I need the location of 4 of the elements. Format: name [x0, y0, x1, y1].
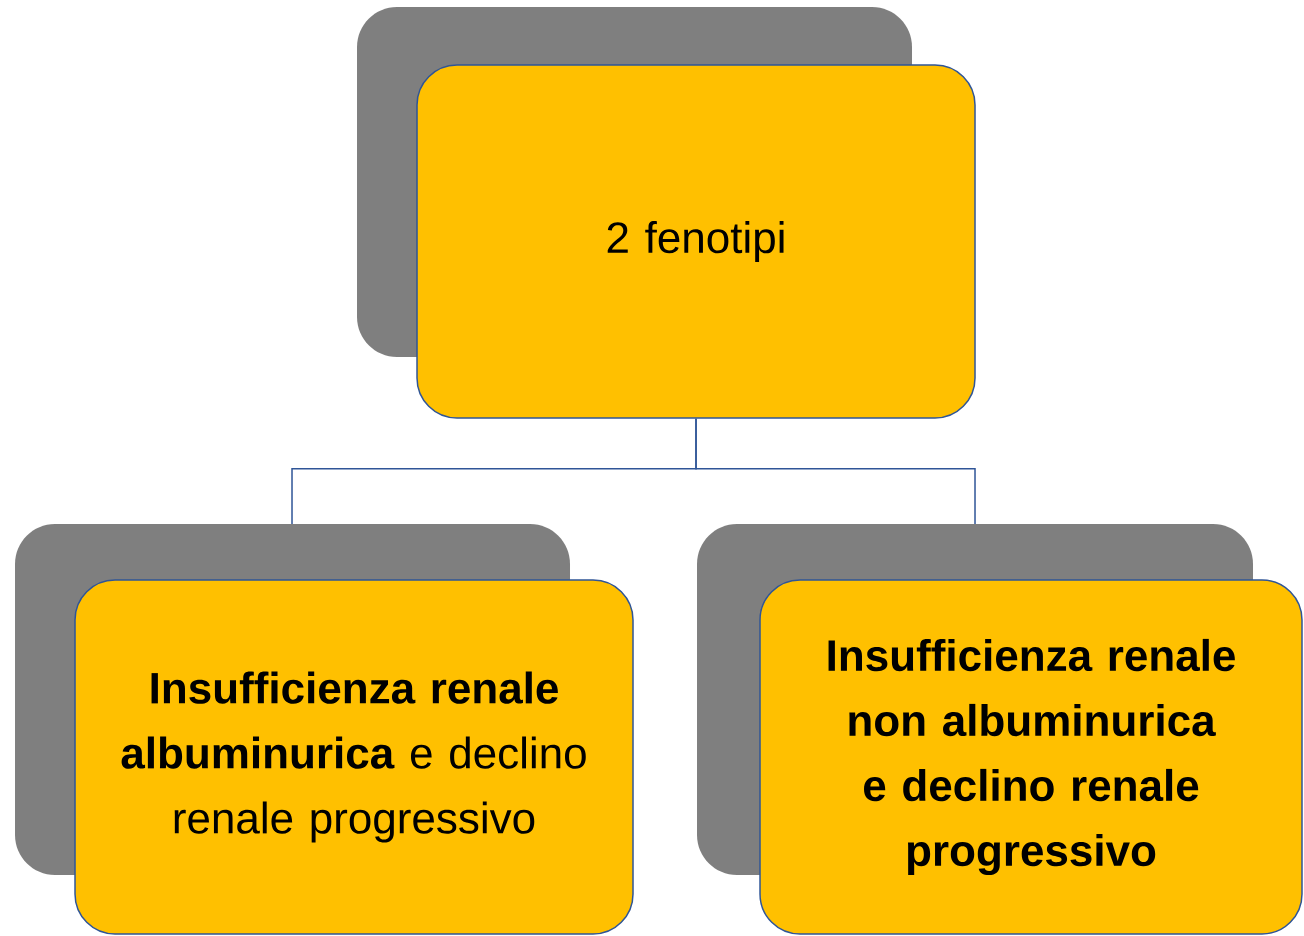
process-box: 2 fenotipi [416, 64, 976, 419]
process-box: Insufficienza renale non albuminurica e declino renale progressivo [759, 579, 1303, 935]
connector-line [695, 418, 976, 525]
process-box: Insufficienza renale albuminurica e declino renale progressivo [74, 579, 634, 935]
